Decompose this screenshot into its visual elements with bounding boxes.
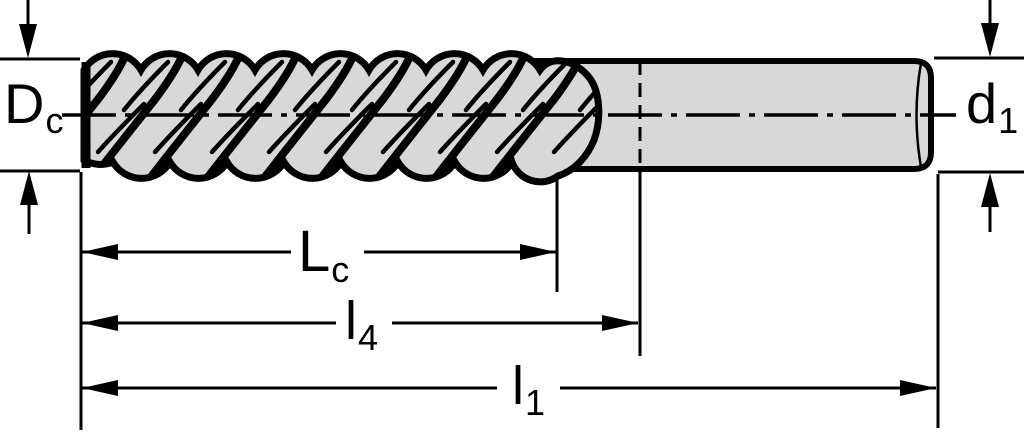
label-l1-main: l [512, 356, 524, 416]
shank-end-chamfer-line [915, 62, 923, 168]
arrow-down-d1 [981, 23, 999, 57]
label-d1-sub: 1 [998, 100, 1019, 141]
label-dc-main: D [4, 72, 45, 135]
label-shank-diameter: d1 [966, 76, 1018, 139]
label-lc-main: L [298, 219, 331, 284]
label-cutter-diameter: Dc [4, 76, 63, 139]
label-l1-sub: 1 [525, 382, 546, 423]
arrow-up-d1 [981, 173, 999, 207]
label-cutting-length: Lc [298, 223, 349, 288]
flute-outline [80, 50, 603, 186]
arrow-up-dc [20, 171, 38, 205]
flute-section [80, 50, 603, 186]
dimension-lc [82, 244, 556, 260]
label-d1-main: d [966, 72, 998, 135]
arrow-down-dc [19, 24, 37, 58]
label-lc-sub: c [331, 249, 350, 290]
dimension-shank-diameter [934, 0, 1024, 232]
label-l4-sub: 4 [358, 317, 379, 358]
label-overall-length: l1 [512, 356, 545, 421]
label-l4-main: l [345, 291, 357, 351]
label-length-l4: l4 [345, 291, 378, 356]
helical-flutes [84, 53, 599, 182]
extension-lines [79, 172, 940, 430]
dimension-cutter-diameter [0, 0, 80, 234]
label-dc-sub: c [45, 100, 64, 141]
dimension-l4 [82, 315, 638, 331]
dimension-l1 [82, 380, 936, 396]
